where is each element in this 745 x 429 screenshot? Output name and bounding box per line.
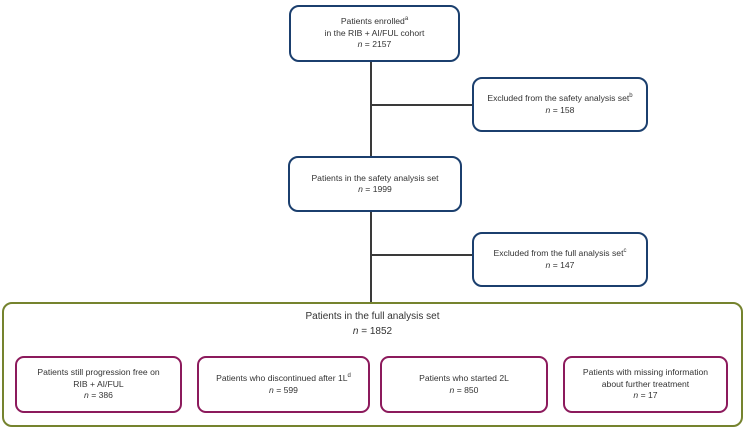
n-value: = 1999: [362, 184, 392, 194]
box-text: Patients still progression free on: [37, 367, 160, 378]
footnote-marker: b: [629, 93, 633, 100]
n-line: n = 1852: [2, 325, 743, 340]
box-line: Patients in the safety analysis set: [311, 173, 438, 184]
n-value: = 2157: [362, 39, 392, 50]
n-label: n: [545, 104, 551, 115]
n-line: n = 1999: [358, 184, 392, 195]
box-text: Excluded from the full analysis set: [493, 248, 624, 259]
connector-branch-excluded-full: [371, 254, 472, 256]
n-label: n: [357, 39, 363, 50]
enrolled-box: Patients enrolleda in the RIB + AI/FUL c…: [289, 5, 460, 62]
n-label: n: [449, 384, 455, 395]
n-line: n = 158: [546, 105, 575, 116]
box-text: Patients in the safety analysis set: [311, 172, 439, 183]
n-label: n: [633, 390, 639, 401]
n-label: n: [352, 325, 359, 337]
n-line: n = 599: [269, 385, 298, 396]
progression-free-box: Patients still progression free on RIB +…: [15, 356, 182, 413]
missing-information-box: Patients with missing information about …: [563, 356, 728, 413]
box-line: Excluded from the full analysis setc: [494, 248, 627, 259]
n-line: n = 2157: [358, 39, 392, 50]
box-line: about further treatment: [602, 379, 689, 390]
safety-analysis-set-box: Patients in the safety analysis set n = …: [288, 156, 462, 212]
n-label: n: [545, 259, 551, 270]
n-value: = 158: [550, 104, 575, 115]
started-2l-box: Patients who started 2L n = 850: [380, 356, 548, 413]
box-line: Patients enrolleda: [341, 16, 408, 27]
connector-enrolled-to-safety: [370, 62, 372, 156]
n-label: n: [84, 390, 89, 401]
box-text: Patients enrolled: [340, 16, 405, 27]
box-line: RIB + AI/FUL: [73, 379, 123, 390]
n-line: n = 850: [450, 385, 479, 396]
n-label: n: [358, 184, 363, 194]
box-text: Patients in the full analysis set: [305, 311, 440, 322]
n-line: n = 386: [84, 390, 113, 401]
discontinued-after-1l-box: Patients who discontinued after 1Ld n = …: [197, 356, 370, 413]
n-value: = 599: [273, 384, 298, 395]
excluded-full-box: Excluded from the full analysis setc n =…: [472, 232, 648, 287]
n-line: n = 17: [633, 390, 657, 401]
n-value: = 17: [638, 390, 658, 401]
full-analysis-set-header: Patients in the full analysis set n = 18…: [2, 310, 743, 339]
box-text: Excluded from the safety analysis set: [487, 93, 630, 104]
box-line: Patients who started 2L: [419, 373, 509, 384]
box-text: about further treatment: [601, 378, 690, 389]
box-text: RIB + AI/FUL: [73, 378, 124, 389]
connector-safety-to-full: [370, 211, 372, 302]
footnote-marker: c: [623, 248, 627, 255]
n-value: = 386: [88, 390, 113, 401]
n-value: = 850: [454, 384, 479, 395]
box-line: Patients still progression free on: [37, 367, 159, 378]
box-line: Patients in the full analysis set: [2, 310, 743, 325]
box-line: in the RIB + AI/FUL cohort: [325, 28, 425, 39]
box-line: Patients with missing information: [583, 367, 708, 378]
box-line: Patients who discontinued after 1Ld: [216, 373, 351, 384]
box-text: in the RIB + AI/FUL cohort: [324, 27, 425, 38]
box-text: Patients who discontinued after 1L: [216, 373, 348, 384]
box-text: Patients with missing information: [582, 367, 709, 378]
excluded-safety-box: Excluded from the safety analysis setb n…: [472, 77, 648, 132]
footnote-marker: a: [404, 16, 409, 23]
n-value: = 1852: [358, 325, 393, 337]
n-value: = 147: [550, 259, 575, 270]
box-text: Patients who started 2L: [419, 373, 509, 384]
box-line: Excluded from the safety analysis setb: [487, 93, 632, 104]
n-line: n = 147: [546, 260, 575, 271]
n-label: n: [269, 384, 274, 395]
footnote-marker: d: [347, 373, 351, 380]
connector-branch-excluded-safety: [371, 104, 472, 106]
